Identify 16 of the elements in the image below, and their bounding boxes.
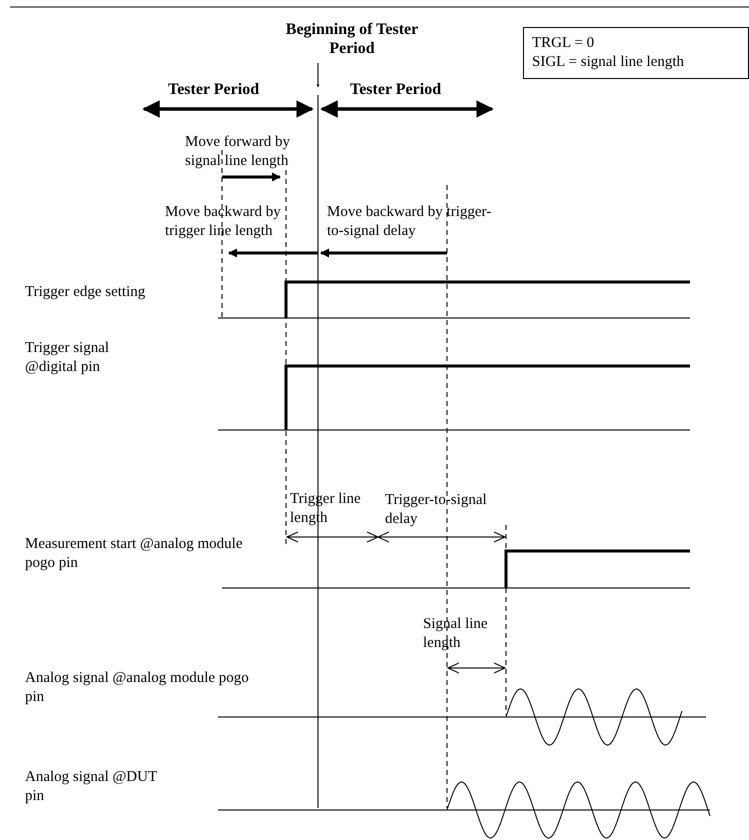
signal-name-label: Trigger edge setting	[25, 283, 146, 302]
note-text: SIGL = signal line length	[532, 53, 686, 72]
heading-label: Beginning of Tester Period	[284, 20, 420, 58]
annotation-text: Move backward by trigger-to-signal delay	[327, 203, 492, 241]
dimension-label: Trigger-to-signal delay	[385, 491, 488, 529]
signal-name-label: Measurement start @analog module pogo pin	[25, 535, 244, 573]
period-label: Tester Period	[350, 80, 442, 99]
annotation-text: Move backward by trigger line length	[165, 203, 282, 241]
dimension-label: Signal line length	[423, 615, 489, 653]
note-box	[523, 27, 749, 79]
signal-name-label: Analog signal @DUT pin	[25, 768, 158, 806]
signal-name-label: Analog signal @analog module pogo pin	[25, 669, 250, 707]
signal-name-label: Trigger signal @digital pin	[25, 339, 110, 377]
period-label: Tester Period	[168, 80, 260, 99]
annotation-text: Move forward by signal line length	[185, 133, 291, 171]
note-text: TRGL = 0	[532, 34, 596, 53]
